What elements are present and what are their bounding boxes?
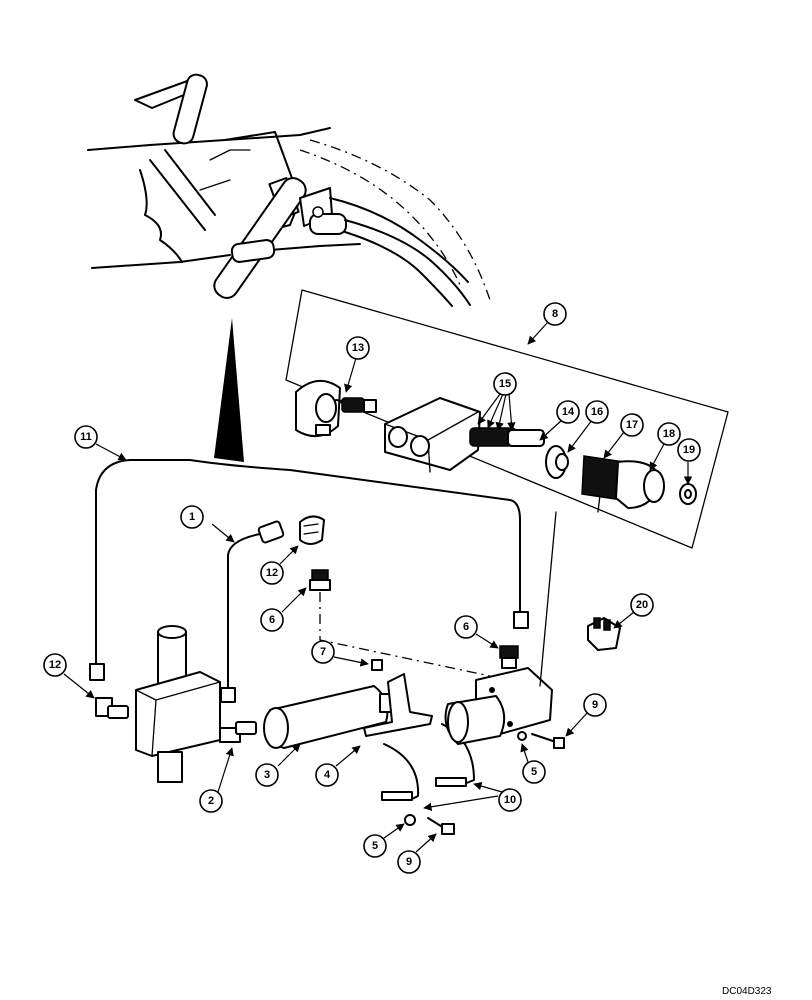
- svg-text:9: 9: [406, 856, 412, 868]
- callout: 4: [315, 745, 361, 787]
- svg-text:20: 20: [636, 599, 648, 611]
- svg-text:18: 18: [663, 428, 675, 440]
- svg-text:2: 2: [208, 795, 214, 807]
- callout: 11: [74, 425, 127, 461]
- svg-text:12: 12: [49, 659, 61, 671]
- svg-text:4: 4: [324, 769, 331, 781]
- svg-text:13: 13: [352, 342, 364, 354]
- cartridge-valve-assembly: [444, 511, 557, 745]
- callout: 17: [603, 413, 644, 459]
- fitting-12-left: [95, 697, 129, 719]
- callout: 9: [397, 833, 437, 874]
- svg-text:16: 16: [591, 406, 603, 418]
- svg-text:19: 19: [683, 444, 695, 456]
- elbow-fitting-2: [219, 721, 257, 743]
- adapter-7: [371, 659, 383, 671]
- bolt-9-bottom: [427, 817, 455, 835]
- callout: 5: [363, 823, 405, 858]
- callout: 6: [260, 587, 307, 632]
- callout: 12: [43, 653, 95, 699]
- callout: 8: [527, 302, 567, 345]
- svg-text:10: 10: [504, 794, 516, 806]
- accumulator-3: [263, 685, 395, 749]
- svg-text:7: 7: [320, 646, 326, 658]
- callout: 14: [539, 400, 580, 441]
- svg-text:11: 11: [80, 431, 92, 443]
- callout: 9: [565, 693, 607, 737]
- hydraulic-lines: [89, 459, 529, 703]
- switch-20: [587, 617, 621, 651]
- svg-text:15: 15: [499, 378, 511, 390]
- callout: 20: [613, 593, 654, 629]
- solenoid-valve-detail-box: [285, 289, 729, 549]
- svg-text:17: 17: [626, 419, 638, 431]
- callout: 13: [344, 336, 370, 393]
- callout: 6: [454, 615, 499, 649]
- svg-text:8: 8: [552, 308, 558, 320]
- callout: 3: [255, 743, 301, 787]
- callout: 7: [311, 640, 369, 667]
- bolt-9-right: [531, 733, 565, 749]
- fitting-12-top: [299, 515, 325, 545]
- fitting-6-right: [499, 645, 519, 669]
- svg-text:5: 5: [372, 840, 378, 852]
- detail-pointer: [214, 318, 244, 462]
- callout: 18: [649, 422, 681, 471]
- svg-text:5: 5: [531, 766, 537, 778]
- callout: 1: [180, 505, 235, 543]
- svg-text:6: 6: [463, 621, 469, 633]
- svg-text:3: 3: [264, 769, 270, 781]
- callout: 2: [199, 747, 234, 813]
- fitting-6-top: [309, 569, 491, 677]
- callout: 16: [567, 400, 609, 453]
- callout: 5: [520, 743, 546, 784]
- drawing-id: DC04D323: [722, 986, 772, 997]
- nut-5-bottom: [404, 814, 416, 826]
- valve-block: [135, 625, 221, 783]
- svg-text:9: 9: [592, 699, 598, 711]
- svg-text:12: 12: [266, 567, 278, 579]
- loader-frame-illustration: [87, 73, 491, 307]
- callout: 10: [423, 782, 522, 812]
- nut-5-right: [517, 731, 527, 741]
- svg-text:6: 6: [269, 614, 275, 626]
- mounting-bracket-4: [363, 673, 433, 737]
- svg-text:1: 1: [189, 511, 195, 523]
- callout: 19: [677, 438, 701, 485]
- svg-text:14: 14: [562, 406, 575, 418]
- callout: 15: [477, 372, 517, 431]
- callout: 12: [260, 545, 299, 585]
